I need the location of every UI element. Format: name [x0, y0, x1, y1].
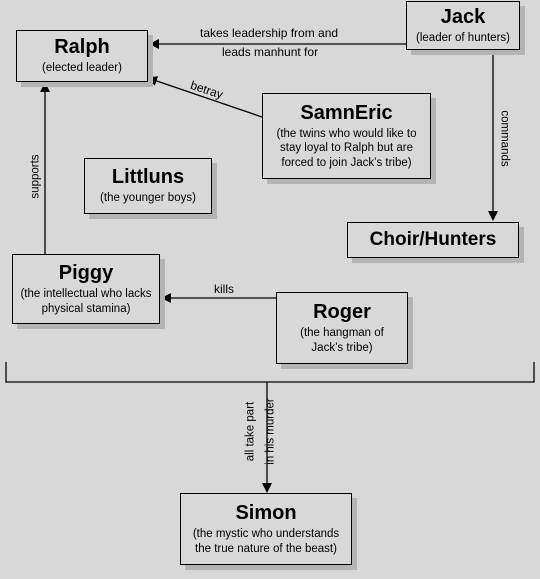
label-commands: commands	[498, 110, 511, 167]
node-simon: Simon (the mystic who understands the tr…	[180, 493, 352, 565]
piggy-desc: (the intellectual who lacks physical sta…	[20, 288, 152, 315]
node-choir-hunters: Choir/Hunters	[347, 222, 519, 258]
roger-desc: (the hangman of Jack’s tribe)	[300, 327, 384, 354]
jack-title: Jack	[440, 5, 486, 28]
piggy-title: Piggy	[58, 262, 114, 284]
littluns-desc: (the younger boys)	[100, 192, 196, 205]
samneric-desc: (the twins who would like to stay loyal …	[276, 127, 417, 169]
littluns-title: Littluns	[111, 166, 185, 189]
label-takes-leadership: takes leadership from and	[200, 26, 339, 40]
node-roger: Roger (the hangman of Jack’s tribe)	[276, 292, 408, 364]
ralph-title: Ralph	[54, 36, 110, 59]
node-piggy: Piggy (the intellectual who lacks physic…	[12, 254, 160, 324]
node-ralph: Ralph (elected leader)	[16, 30, 148, 82]
roger-title: Roger	[313, 301, 371, 323]
node-littluns: Littluns (the younger boys)	[84, 158, 212, 214]
jack-desc: (leader of hunters)	[416, 31, 510, 44]
label-in-his-murder: in his murder	[264, 398, 277, 465]
ralph-desc: (elected leader)	[42, 62, 122, 75]
label-leads-manhunt: leads manhunt for	[222, 45, 319, 59]
simon-title: Simon	[235, 502, 297, 524]
edge-samneric-ralph	[147, 76, 263, 118]
group-bracket	[5, 362, 535, 383]
samneric-title: SamnEric	[300, 101, 393, 124]
label-all-take-part: all take part	[244, 401, 257, 462]
label-supports: supports	[29, 154, 42, 199]
label-kills: kills	[214, 282, 234, 296]
node-jack: Jack (leader of hunters)	[406, 1, 520, 50]
node-samneric: SamnEric (the twins who would like to st…	[262, 93, 431, 179]
simon-desc: (the mystic who understands the true nat…	[192, 528, 340, 555]
choir-title: Choir/Hunters	[369, 229, 497, 250]
